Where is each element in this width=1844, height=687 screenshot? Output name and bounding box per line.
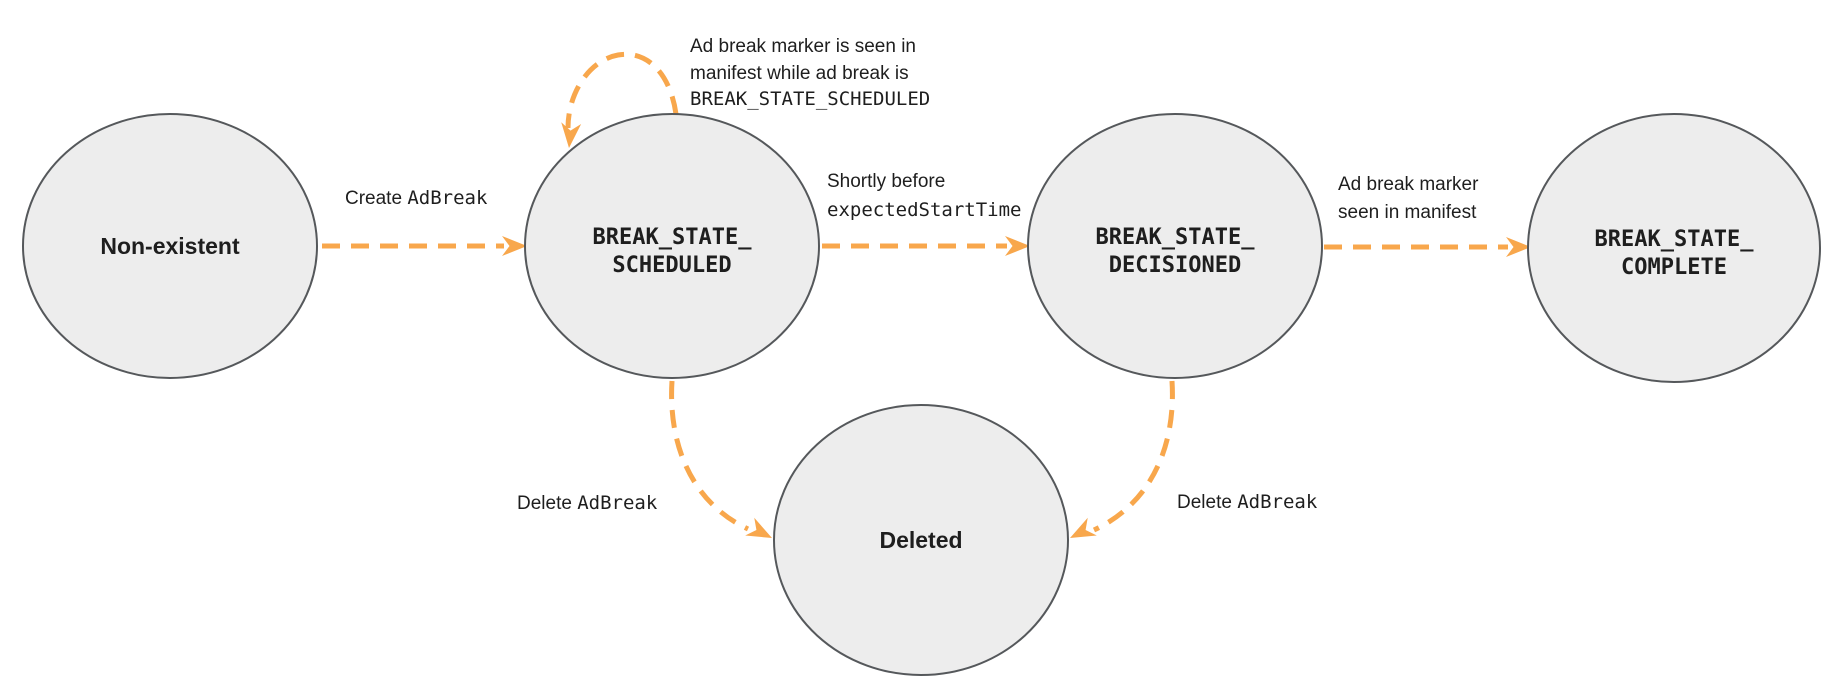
node-decisioned-label-line2: DECISIONED xyxy=(1109,253,1241,278)
label-marker-seen-line2: seen in manifest xyxy=(1338,202,1477,223)
label-shortly-before-line2: expectedStartTime xyxy=(827,199,1021,221)
node-decisioned-label-line1: BREAK_STATE_ xyxy=(1096,225,1256,250)
node-deleted: Deleted xyxy=(773,404,1069,676)
node-break-state-complete: BREAK_STATE_ COMPLETE xyxy=(1527,113,1821,383)
edge-scheduled-to-deleted xyxy=(669,380,772,538)
arrowhead-icon xyxy=(502,236,527,256)
arrowhead-icon xyxy=(1506,237,1531,257)
label-shortly-before-line1: Shortly before xyxy=(827,171,945,192)
node-non-existent-label: Non-existent xyxy=(100,233,240,259)
label-delete-left-code: AdBreak xyxy=(577,492,658,514)
edge-delete-left-arc xyxy=(669,380,750,532)
node-scheduled-label-line2: SCHEDULED xyxy=(612,253,731,278)
label-create-adbreak: Create AdBreak xyxy=(345,187,488,209)
label-marker-seen-line1: Ad break marker xyxy=(1338,174,1479,195)
label-delete-right-plain: Delete xyxy=(1177,492,1237,513)
node-complete-label-line1: BREAK_STATE_ xyxy=(1595,227,1755,252)
label-marker-seen: Ad break marker seen in manifest xyxy=(1338,174,1479,223)
node-scheduled-label-line1: BREAK_STATE_ xyxy=(593,225,753,250)
label-delete-left-plain: Delete xyxy=(517,493,577,514)
node-complete-label-line2: COMPLETE xyxy=(1621,255,1727,280)
node-break-state-decisioned: BREAK_STATE_ DECISIONED xyxy=(1027,113,1323,379)
label-delete-adbreak-right: Delete AdBreak xyxy=(1177,491,1318,513)
node-deleted-shape xyxy=(773,404,1069,676)
edge-delete-right-arc xyxy=(1092,380,1175,533)
label-create-plain: Create xyxy=(345,188,407,209)
node-complete-shape xyxy=(1527,113,1821,383)
label-self-loop: Ad break marker is seen in manifest whil… xyxy=(690,36,930,110)
label-shortly-before: Shortly before expectedStartTime xyxy=(827,171,1021,221)
arrowhead-icon xyxy=(561,122,582,148)
label-delete-adbreak-left: Delete AdBreak xyxy=(517,492,658,514)
arrowhead-icon xyxy=(1070,517,1097,538)
label-self-loop-line2: manifest while ad break is xyxy=(690,63,909,84)
edge-self-loop-arc xyxy=(565,51,679,129)
edge-decisioned-to-deleted xyxy=(1070,380,1175,538)
edge-create-adbreak xyxy=(322,236,527,256)
node-decisioned-shape xyxy=(1027,113,1323,379)
node-non-existent: Non-existent xyxy=(22,113,318,379)
label-self-loop-line3: BREAK_STATE_SCHEDULED xyxy=(690,88,930,110)
edge-scheduled-self-loop xyxy=(561,51,679,148)
label-delete-right-code: AdBreak xyxy=(1237,491,1318,513)
node-break-state-scheduled: BREAK_STATE_ SCHEDULED xyxy=(524,113,820,379)
node-non-existent-shape xyxy=(22,113,318,379)
label-self-loop-line1: Ad break marker is seen in xyxy=(690,36,916,57)
arrowhead-icon xyxy=(1005,236,1030,256)
node-scheduled-shape xyxy=(524,113,820,379)
label-create-code: AdBreak xyxy=(407,187,488,209)
edge-decisioned-to-complete xyxy=(1324,237,1531,257)
node-deleted-label: Deleted xyxy=(879,527,962,553)
arrowhead-icon xyxy=(745,517,772,538)
edge-scheduled-to-decisioned xyxy=(822,236,1030,256)
